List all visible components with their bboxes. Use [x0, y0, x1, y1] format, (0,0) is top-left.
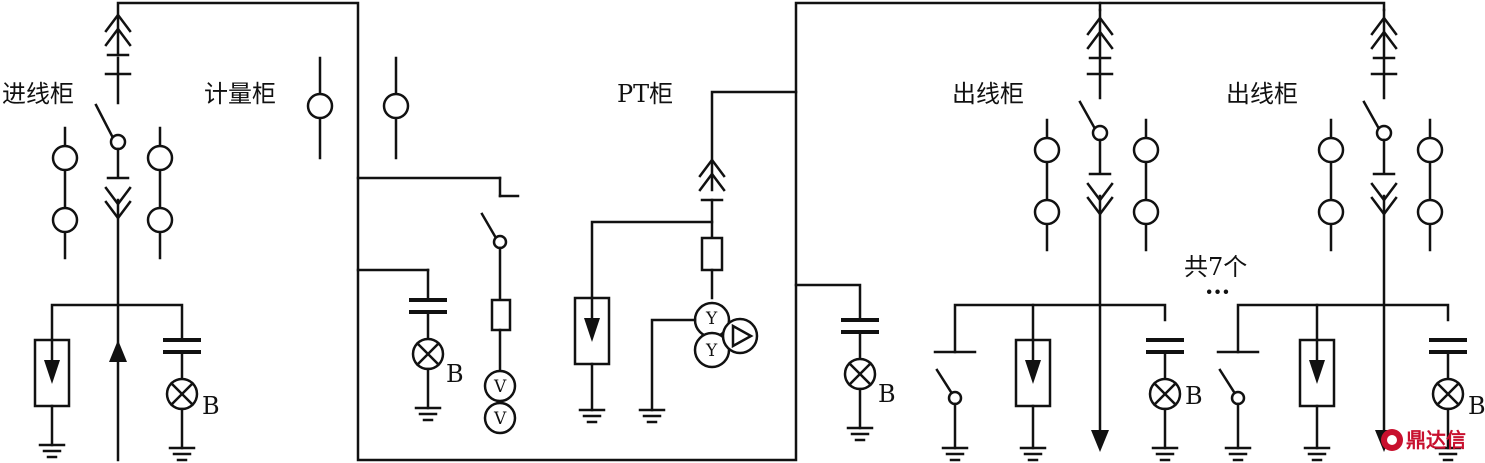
lamp-label-outgoing-2: B [1468, 392, 1485, 420]
metering-lamp-branch [407, 298, 449, 422]
winding-label-1: Y [705, 309, 718, 329]
metering-voltmeter-branch [480, 194, 520, 435]
winding-label-2: Y [705, 341, 718, 361]
lamp-label-pt: B [878, 380, 896, 408]
voltmeter-label-2: V [493, 409, 507, 429]
incoming-cabinet [33, 13, 203, 462]
pt-lamp-branch [839, 318, 881, 442]
label-ellipsis: ··· [1205, 277, 1230, 306]
main-bus-frame [116, 1, 1386, 462]
lamp-label-outgoing-1: B [1185, 382, 1203, 410]
watermark-text: 鼎达信 [1406, 428, 1466, 452]
outgoing-cabinet-2 [1216, 8, 1469, 462]
label-incoming-cabinet: 进线柜 [2, 80, 74, 108]
label-metering-cabinet: 计量柜 [204, 80, 276, 108]
lamp-label-metering: B [446, 360, 464, 388]
lamp-label-incoming: B [202, 392, 220, 420]
label-count: 共7个 [1184, 253, 1247, 281]
outgoing-cabinet-1 [933, 8, 1186, 462]
label-outgoing-cabinet-1: 出线柜 [952, 80, 1024, 108]
label-pt-cabinet: PT柜 [617, 80, 673, 108]
label-outgoing-cabinet-2: 出线柜 [1226, 80, 1298, 108]
watermark: 鼎达信 [1381, 428, 1466, 452]
pt-cabinet [573, 158, 759, 424]
voltmeter-label-1: V [493, 377, 507, 397]
metering-cabinet [306, 56, 410, 160]
